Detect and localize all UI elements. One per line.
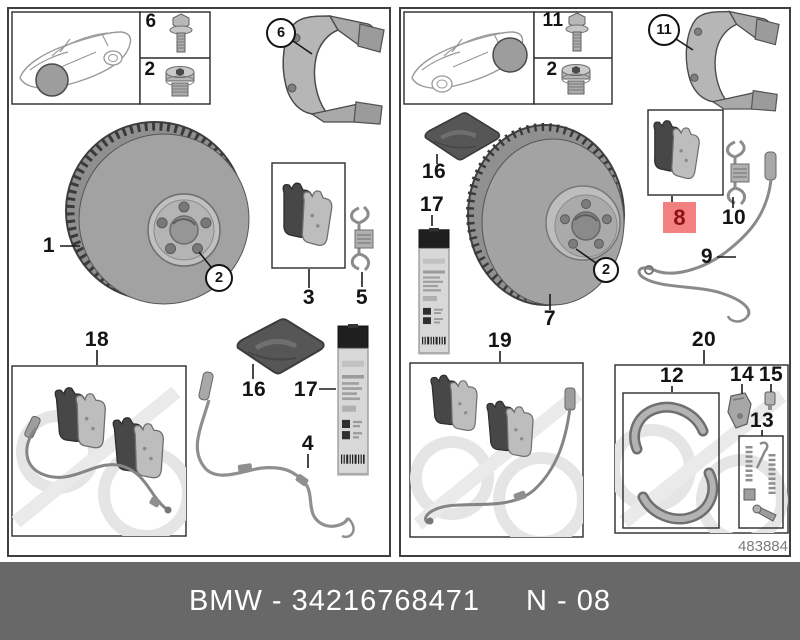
front-car-thumbnail [19, 31, 132, 97]
part-label-front-disc-screw[interactable]: 2 [214, 270, 224, 286]
part-label-front-clip[interactable]: 5 [355, 286, 369, 309]
rear-disc-screw-callout-circle [593, 257, 619, 283]
shoe-springs [743, 441, 777, 522]
front-pad-kit-contents [12, 384, 186, 536]
part-label-rear-adjuster[interactable]: 14 [729, 363, 755, 386]
front-cleaner-can [337, 323, 369, 477]
part-label-rear-sachet[interactable]: 16 [421, 160, 447, 183]
part-label-front-plug[interactable]: 2 [144, 59, 156, 80]
front-axle-highlight-circle [35, 63, 69, 97]
part-label-rear-plug[interactable]: 2 [546, 59, 558, 80]
part-label-rear-shoes[interactable]: 12 [659, 364, 685, 387]
part-label-front-pads[interactable]: 3 [302, 286, 316, 309]
part-label-front-disc[interactable]: 1 [42, 234, 56, 257]
shoe-springs-box [738, 435, 784, 529]
leader-lines [60, 38, 772, 468]
part-label-rear-disc-screw[interactable]: 2 [601, 262, 611, 278]
rear-shoe-kit-contents [615, 390, 788, 533]
callout-circles [205, 14, 680, 292]
part-label-rear-carrier[interactable]: 11 [656, 22, 672, 38]
part-label-front-bolt[interactable]: 6 [145, 11, 157, 32]
part-label-rear-cleaner[interactable]: 17 [419, 193, 445, 216]
part-label-rear-pin[interactable]: 15 [758, 363, 784, 386]
shoe-adjuster [727, 392, 752, 429]
bmw-watermark [410, 388, 583, 537]
footer-revision: N - 08 [526, 584, 612, 617]
part-label-rear-clip[interactable]: 10 [721, 206, 747, 229]
front-carrier-callout-circle [266, 18, 296, 48]
rear-carrier-callout-circle [648, 14, 680, 46]
brake-shoes [629, 401, 719, 525]
rear-axle-highlight-circle [492, 37, 528, 73]
part-label-rear-sensor[interactable]: 9 [700, 245, 714, 268]
part-label-front-sachet[interactable]: 16 [241, 378, 267, 401]
rear-car-thumbnail [411, 31, 528, 93]
front-brake-disc [65, 121, 250, 305]
part-label-front-pad-kit[interactable]: 18 [84, 328, 110, 351]
part-label-rear-springs[interactable]: 13 [749, 409, 775, 432]
part-label-rear-pad-kit[interactable]: 19 [487, 329, 513, 352]
rear-brake-disc [466, 123, 625, 306]
footer-bar: BMW - 34216768471 N - 08 [0, 562, 800, 640]
part-label-rear-pads: 8 [673, 204, 686, 230]
part-label-rear-disc[interactable]: 7 [543, 307, 557, 330]
diagram-doc-number: 483884 [737, 538, 788, 555]
part-label-front-carrier[interactable]: 6 [276, 25, 286, 41]
footer-part-number: BMW - 34216768471 [188, 584, 481, 617]
rear-pad-kit-contents [410, 371, 583, 537]
part-label-front-sensor[interactable]: 4 [301, 432, 315, 455]
rear-wear-sensor [637, 151, 777, 323]
part-label-front-cleaner[interactable]: 17 [293, 378, 319, 401]
front-disc-screw-callout-circle [205, 264, 233, 292]
brake-shoes-box [622, 392, 720, 529]
part-label-rear-bolt[interactable]: 11 [542, 10, 564, 31]
rear-cleaner-can [418, 227, 450, 355]
shoe-pin [764, 391, 776, 410]
part-label-rear-shoe-kit[interactable]: 20 [691, 328, 717, 351]
part-label-rear-pads-highlighted[interactable]: 8 [663, 202, 696, 233]
front-wear-sensor [195, 371, 355, 539]
